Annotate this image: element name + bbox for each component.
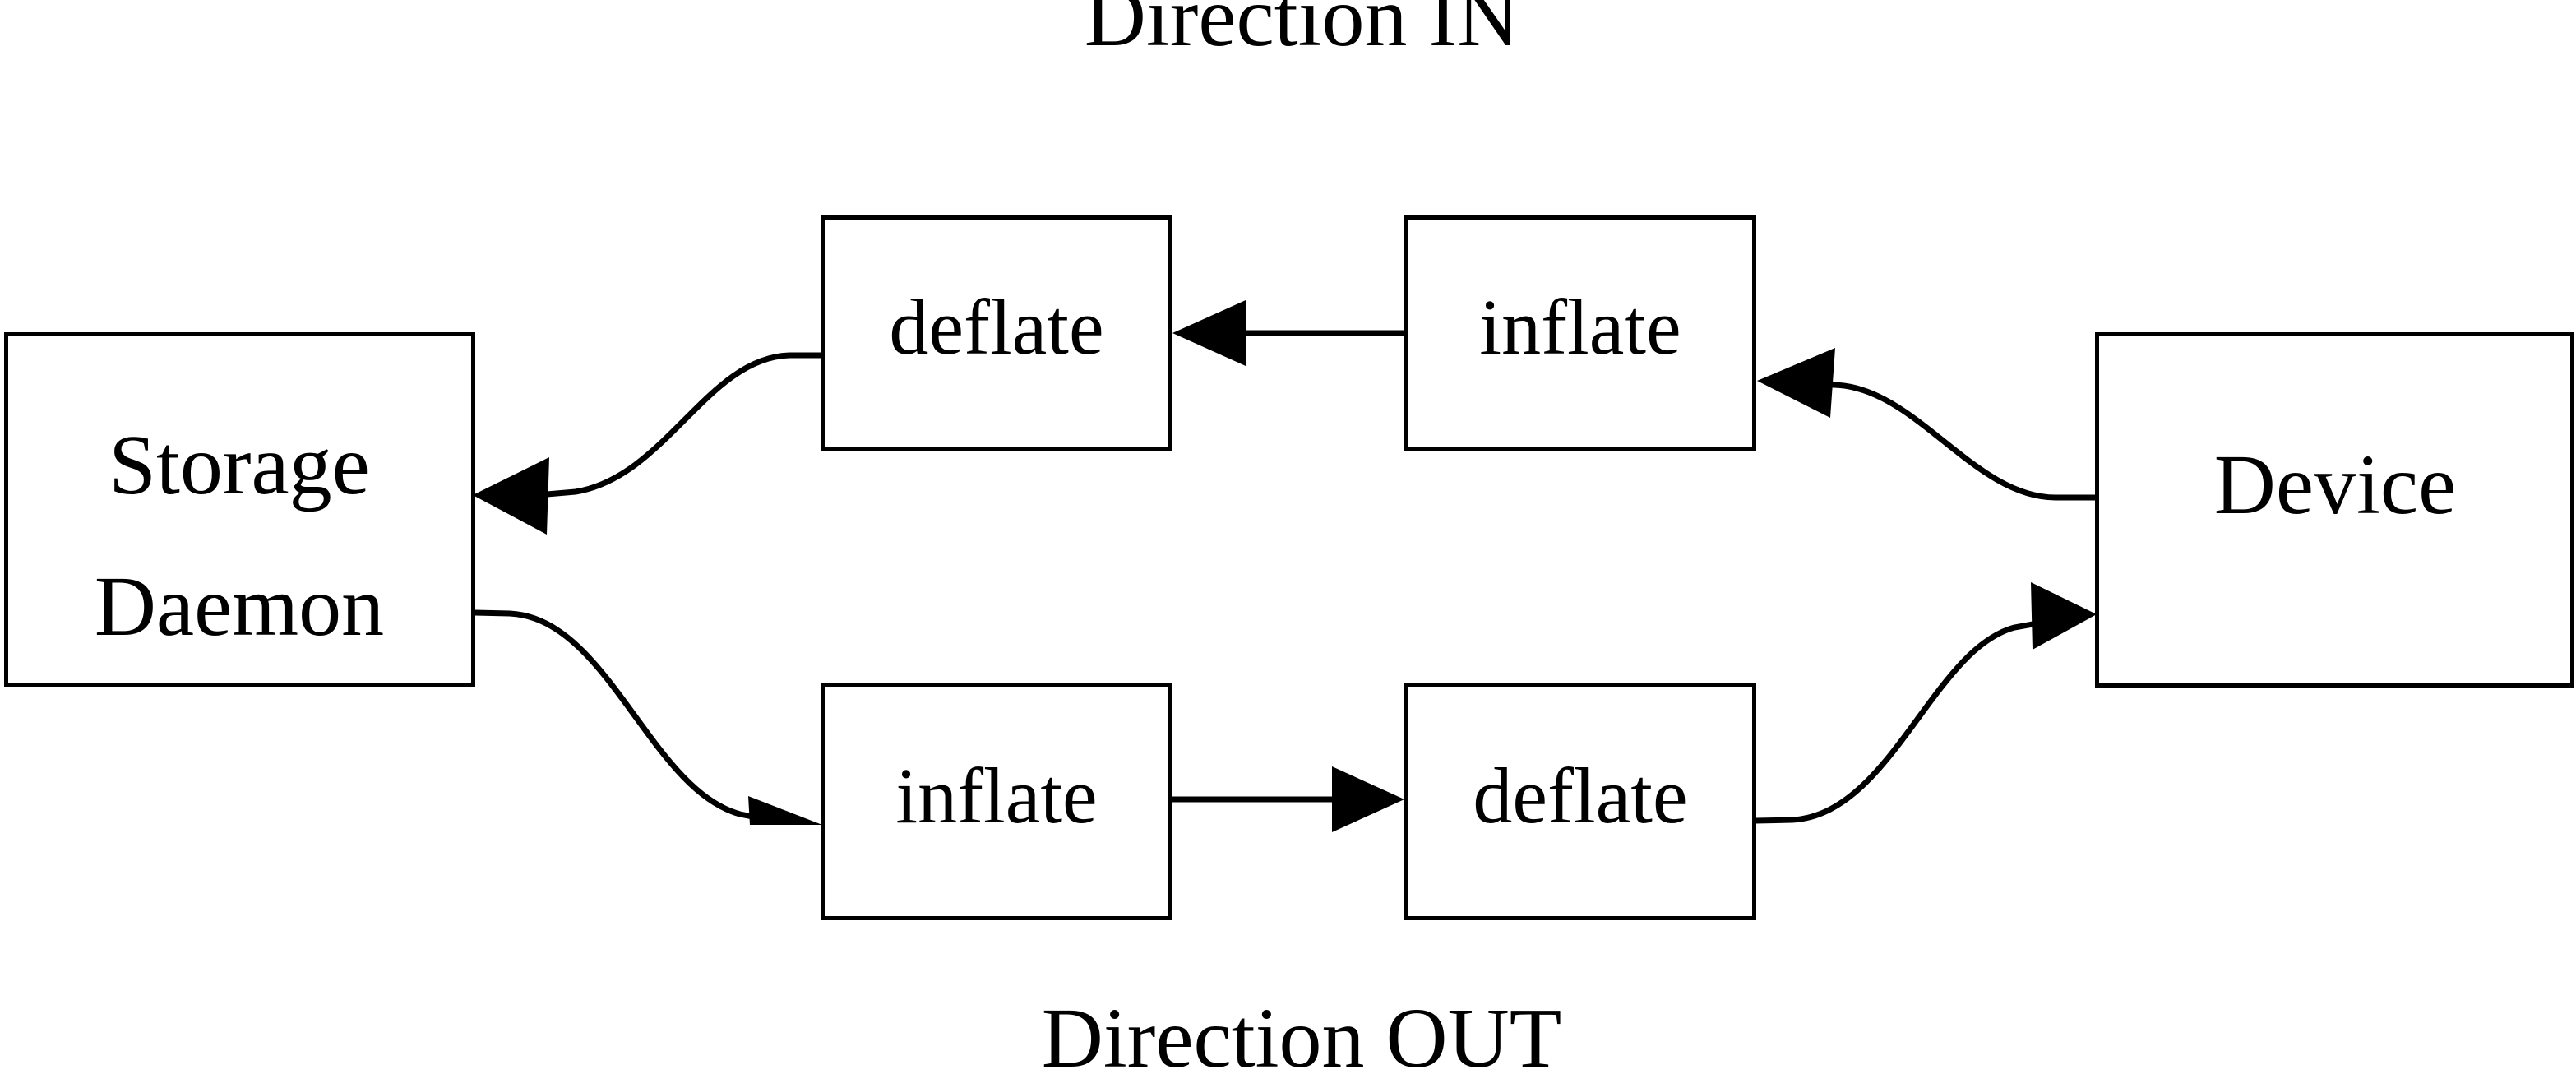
deflate-out-label: deflate <box>1473 752 1687 840</box>
storage-daemon-box[interactable] <box>4 332 475 687</box>
storage-daemon-label-line1: Storage <box>109 418 370 512</box>
edge-device-to-inflate-in-line <box>1829 382 2095 501</box>
arrowhead-right-deflate-device <box>2031 582 2097 650</box>
storage-daemon-label-line2: Daemon <box>95 559 384 654</box>
inflate-in-box[interactable] <box>1404 215 1756 451</box>
edge-deflate-in-to-storage <box>473 352 822 535</box>
arrowhead-left-inflate-deflate-in <box>1172 300 1246 366</box>
node-deflate-in[interactable]: deflate <box>821 215 1172 451</box>
node-device[interactable]: Device <box>2095 332 2574 688</box>
deflate-in-label: deflate <box>889 283 1103 371</box>
edge-deflate-in-to-storage-line <box>546 352 822 498</box>
arrowhead-left-device-inflate-in <box>1757 348 1835 418</box>
inflate-out-label: inflate <box>895 752 1097 840</box>
edge-storage-to-inflate-out <box>474 609 822 825</box>
arrowhead-right-storage-inflate-out <box>748 796 822 825</box>
direction-in-caption: Direction IN <box>1085 0 1519 64</box>
edge-device-to-inflate-in <box>1757 348 2095 501</box>
node-deflate-out[interactable]: deflate <box>1404 683 1756 920</box>
device-box[interactable] <box>2095 332 2574 688</box>
node-inflate-out[interactable]: inflate <box>821 683 1172 920</box>
edge-deflate-out-to-device-line <box>1755 620 2038 824</box>
device-label: Device <box>2214 438 2456 532</box>
deflate-in-box[interactable] <box>821 215 1172 451</box>
edge-deflate-out-to-device <box>1755 582 2097 824</box>
arrowhead-left-deflate-storage <box>473 457 549 535</box>
node-storage-daemon[interactable]: Storage Daemon <box>4 332 475 687</box>
edge-inflate-out-to-deflate-out <box>1172 766 1404 832</box>
edge-storage-to-inflate-out-line <box>474 609 765 822</box>
node-inflate-in[interactable]: inflate <box>1404 215 1756 451</box>
inflate-in-label: inflate <box>1479 283 1681 371</box>
edge-inflate-in-to-deflate-in <box>1172 300 1404 366</box>
deflate-out-box[interactable] <box>1404 683 1756 920</box>
inflate-out-box[interactable] <box>821 683 1172 920</box>
arrowhead-right-inflate-deflate-out <box>1332 766 1404 832</box>
direction-out-caption: Direction OUT <box>1042 991 1561 1086</box>
